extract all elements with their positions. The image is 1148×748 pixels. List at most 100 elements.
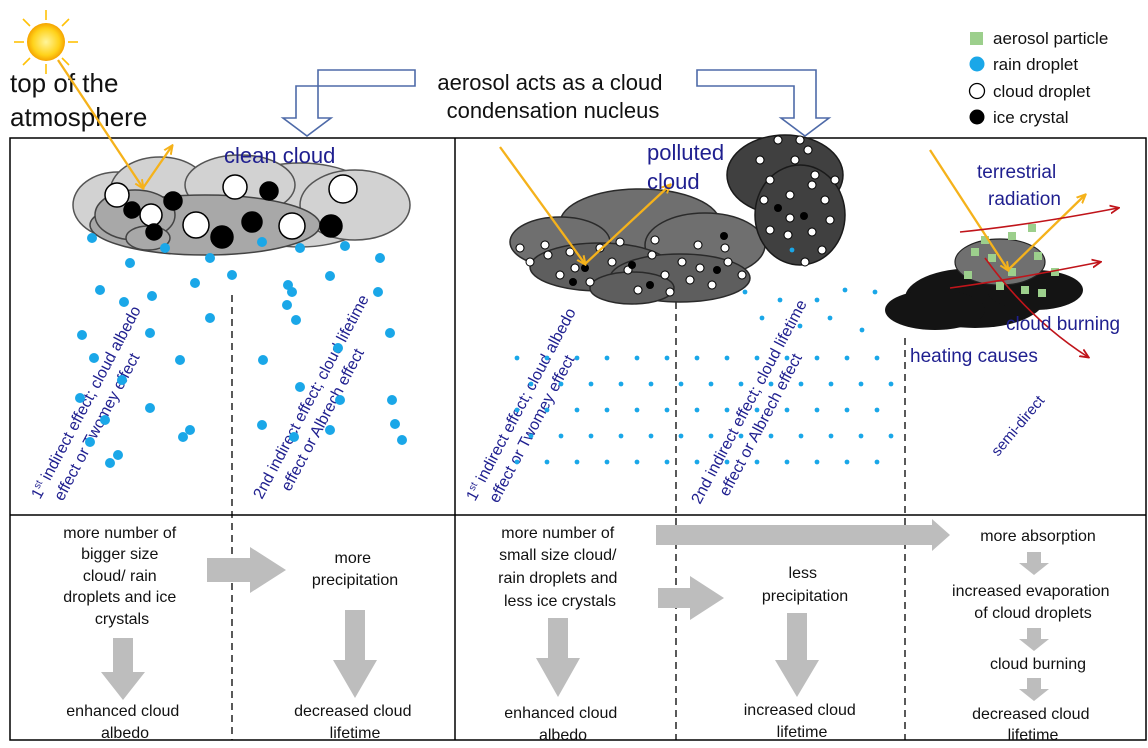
cloud-droplet xyxy=(570,263,580,273)
rain-droplet xyxy=(777,297,783,303)
rain-droplet xyxy=(105,458,115,468)
sun-rays xyxy=(57,59,1085,270)
rain-droplet xyxy=(604,459,610,465)
cloud-droplet xyxy=(783,230,793,240)
rain-droplet xyxy=(397,435,407,445)
rain-droplet xyxy=(387,395,397,405)
burning-cloud xyxy=(885,238,1083,330)
cloud-droplet xyxy=(525,257,535,267)
rain-droplet xyxy=(724,355,730,361)
ice-crystal xyxy=(628,261,636,269)
rain-droplet xyxy=(528,433,534,439)
rain-droplet xyxy=(295,243,305,253)
rain-droplet xyxy=(145,403,155,413)
clean-cause-2: bigger size xyxy=(81,546,158,563)
aerosol-particle xyxy=(1008,268,1016,276)
rain-droplet xyxy=(528,381,534,387)
rain-droplet xyxy=(814,459,820,465)
poll-albedo-1: enhanced cloud xyxy=(504,705,617,722)
rain-droplet xyxy=(798,433,804,439)
cloud-droplet xyxy=(647,250,657,260)
rain-droplet xyxy=(664,407,670,413)
rain-droplet xyxy=(759,315,765,321)
effect-labels: 1st indirect effect; cloud albedo effect… xyxy=(29,292,1049,507)
cloud-droplet xyxy=(585,277,595,287)
cloud-droplet xyxy=(765,225,775,235)
rain-droplet xyxy=(514,459,520,465)
poll-lifetime-1: increased cloud xyxy=(744,702,856,719)
ice-crystal xyxy=(713,266,721,274)
rain-droplet xyxy=(205,253,215,263)
cloud-droplet xyxy=(810,170,820,180)
arrow-polluted-down-1 xyxy=(536,618,580,697)
rain-droplet xyxy=(842,287,848,293)
rain-droplet xyxy=(664,459,670,465)
rain-droplet xyxy=(588,433,594,439)
rain-droplet xyxy=(858,433,864,439)
cloud-droplet xyxy=(515,243,525,253)
rain-droplet xyxy=(544,355,550,361)
rain-droplet xyxy=(828,381,834,387)
polluted-precip-text: less precipitation xyxy=(762,565,848,605)
rain-droplet xyxy=(827,315,833,321)
rain-droplet xyxy=(814,355,820,361)
second-effect-clean-1: 2nd indirect effect; cloud lifetime xyxy=(251,292,373,502)
arrow-semi-2 xyxy=(1019,628,1049,651)
cloud-droplet xyxy=(795,135,805,145)
rain-droplet xyxy=(160,243,170,253)
cloud-droplet xyxy=(555,270,565,280)
rain-droplet xyxy=(205,313,215,323)
rain-droplet xyxy=(708,433,714,439)
cloud-droplet xyxy=(785,213,795,223)
rain-droplet xyxy=(618,433,624,439)
rain-droplet xyxy=(754,407,760,413)
rain-droplet xyxy=(874,459,880,465)
poll-cause-2: small size cloud/ xyxy=(499,547,617,564)
rain-droplet xyxy=(814,297,820,303)
cloud-droplet xyxy=(607,257,617,267)
ice-crystal xyxy=(774,204,782,212)
cloud-droplet xyxy=(543,250,553,260)
semi-step-4-2: lifetime xyxy=(1008,727,1059,743)
rain-droplet xyxy=(325,271,335,281)
arrow-clean-right xyxy=(207,547,286,593)
rain-droplet xyxy=(604,355,610,361)
rain-droplet xyxy=(874,355,880,361)
rain-droplet xyxy=(784,407,790,413)
clean-cause-1: more number of xyxy=(63,525,176,542)
cloud-droplet xyxy=(755,155,765,165)
aerosol-particle xyxy=(1028,224,1036,232)
arrow-polluted-right xyxy=(658,576,724,620)
rain-droplet xyxy=(340,241,350,251)
rain-droplet xyxy=(125,258,135,268)
rain-droplet xyxy=(227,270,237,280)
rain-droplet xyxy=(295,382,305,392)
aerosol-particle xyxy=(1051,268,1059,276)
rain-droplet xyxy=(768,381,774,387)
arrow-semi-3 xyxy=(1019,678,1049,701)
cloud-droplet xyxy=(803,145,813,155)
rain-droplet xyxy=(282,300,292,310)
rain-droplet xyxy=(385,328,395,338)
rain-droplet xyxy=(175,355,185,365)
rain-droplet xyxy=(574,459,580,465)
cloud-droplet xyxy=(773,135,783,145)
rain-droplet xyxy=(287,287,297,297)
semi-step-2-2: of cloud droplets xyxy=(974,605,1091,622)
rain-droplet xyxy=(768,433,774,439)
rain-droplet xyxy=(185,425,195,435)
cloud-droplet xyxy=(720,243,730,253)
clean-cloud xyxy=(72,154,411,256)
semi-step-4-1: decreased cloud xyxy=(972,706,1089,723)
poll-precip-1: less xyxy=(789,565,817,582)
first-effect-clean: 1st indirect effect; cloud albedo effect… xyxy=(29,303,145,503)
polluted-cloud xyxy=(509,134,846,305)
poll-lifetime-2: lifetime xyxy=(777,724,828,741)
rain-droplet xyxy=(708,381,714,387)
arrow-polluted-down-2 xyxy=(775,613,819,697)
aerosol-particle xyxy=(988,254,996,262)
right-outline-arrow xyxy=(696,69,832,137)
rain-droplet xyxy=(147,291,157,301)
rain-droplet xyxy=(77,330,87,340)
